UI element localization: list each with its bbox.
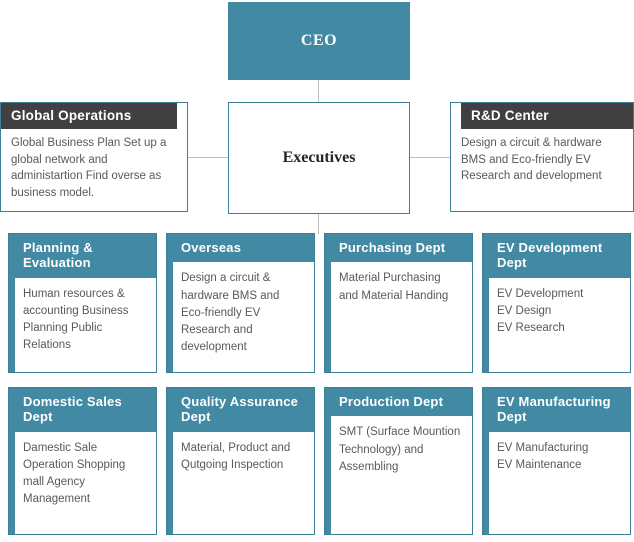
dept-title: EV Development Dept xyxy=(483,234,630,278)
dept-body: Human resources & accounting Business Pl… xyxy=(9,278,156,355)
dept-body: Damestic Sale Operation Shopping mall Ag… xyxy=(9,432,156,509)
rd-center-body: Design a circuit & hardware BMS and Eco-… xyxy=(461,137,602,183)
dept-body: Material Purchasing and Material Handing xyxy=(325,262,472,305)
dept-body: EV Manufacturing EV Maintenance xyxy=(483,432,630,475)
accent-bar xyxy=(167,234,173,372)
accent-bar xyxy=(9,234,15,372)
dept-title: Production Dept xyxy=(325,388,472,417)
dept-body-line: EV Manufacturing xyxy=(497,441,589,454)
dept-card-ev-development-dept[interactable]: EV Development Dept EV Development EV De… xyxy=(482,233,631,373)
dept-body: EV Development EV Design EV Research xyxy=(483,278,630,338)
connector-executives-to-departments xyxy=(318,212,319,234)
global-operations-title: Global Operations xyxy=(1,103,177,129)
dept-title: EV Manufacturing Dept xyxy=(483,388,630,432)
rd-center-box[interactable]: R&D Center Design a circuit & hardware B… xyxy=(450,102,634,212)
dept-title: Overseas xyxy=(167,234,314,263)
dept-body-line: EV Maintenance xyxy=(497,458,582,471)
dept-body-line: SMT (Surface Mountion Technology) and As… xyxy=(339,426,461,473)
dept-title: Domestic Sales Dept xyxy=(9,388,156,432)
dept-body: Design a circuit & hardware BMS and Eco-… xyxy=(167,262,314,356)
dept-card-ev-manufacturing-dept[interactable]: EV Manufacturing Dept EV Manufacturing E… xyxy=(482,387,631,535)
accent-bar xyxy=(325,234,331,372)
dept-body: SMT (Surface Mountion Technology) and As… xyxy=(325,416,472,476)
rd-center-title: R&D Center xyxy=(461,103,633,129)
connector-ceo-to-executives xyxy=(318,80,319,102)
executives-title: Executives xyxy=(282,149,356,166)
ceo-box[interactable]: CEO xyxy=(228,2,410,80)
accent-bar xyxy=(483,234,489,372)
ceo-title: CEO xyxy=(300,32,338,49)
global-operations-body: Global Business Plan Set up a global net… xyxy=(11,137,167,200)
dept-body-line: Design a circuit & hardware BMS and Eco-… xyxy=(181,272,280,354)
accent-bar xyxy=(325,388,331,534)
dept-title: Planning & Evaluation xyxy=(9,234,156,278)
dept-card-quality-assurance-dept[interactable]: Quality Assurance Dept Material, Product… xyxy=(166,387,315,535)
dept-card-domestic-sales-dept[interactable]: Domestic Sales Dept Damestic Sale Operat… xyxy=(8,387,157,535)
connector-executives-to-rd-center xyxy=(408,157,450,158)
dept-body-line: EV Design xyxy=(497,304,552,317)
dept-body-line: EV Development xyxy=(497,287,584,300)
accent-bar xyxy=(9,388,15,534)
executives-box[interactable]: Executives xyxy=(228,102,410,214)
dept-card-overseas[interactable]: Overseas Design a circuit & hardware BMS… xyxy=(166,233,315,373)
dept-body: Material, Product and Qutgoing Inspectio… xyxy=(167,432,314,475)
dept-body-line: Damestic Sale Operation Shopping mall Ag… xyxy=(23,441,126,506)
dept-body-line: Human resources & accounting Business Pl… xyxy=(23,287,129,352)
dept-card-production-dept[interactable]: Production Dept SMT (Surface Mountion Te… xyxy=(324,387,473,535)
accent-bar xyxy=(483,388,489,534)
dept-body-line: EV Research xyxy=(497,322,565,335)
dept-body-line: Material Purchasing and Material Handing xyxy=(339,272,449,302)
dept-body-line: Material, Product and Qutgoing Inspectio… xyxy=(181,441,291,471)
connector-executives-to-global-operations xyxy=(188,157,228,158)
dept-card-purchasing-dept[interactable]: Purchasing Dept Material Purchasing and … xyxy=(324,233,473,373)
accent-bar xyxy=(167,388,173,534)
dept-card-planning-evaluation[interactable]: Planning & Evaluation Human resources & … xyxy=(8,233,157,373)
global-operations-box[interactable]: Global Operations Global Business Plan S… xyxy=(0,102,188,212)
dept-title: Purchasing Dept xyxy=(325,234,472,263)
dept-title: Quality Assurance Dept xyxy=(167,388,314,432)
